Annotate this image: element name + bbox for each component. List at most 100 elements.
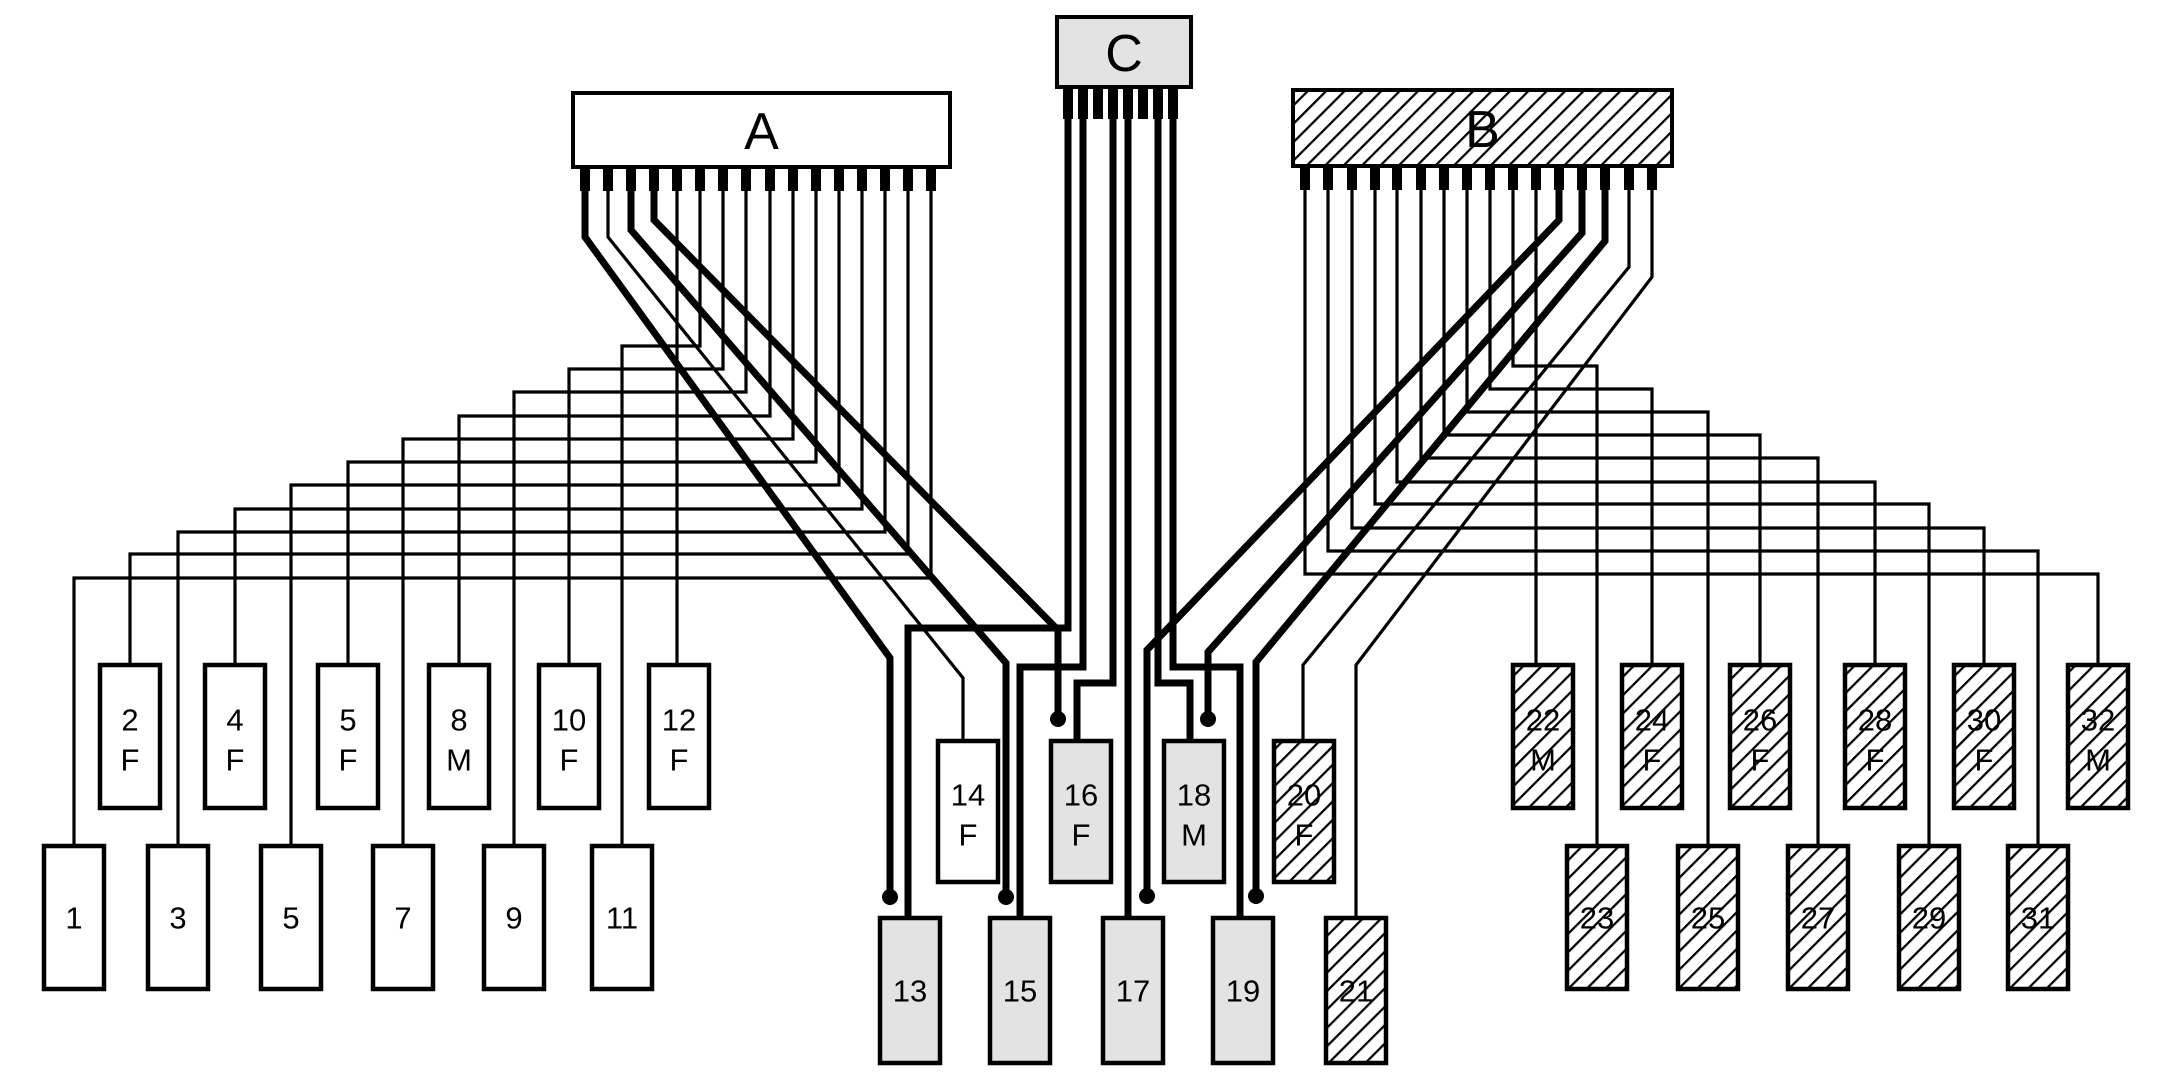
connector-number: 30 <box>1967 703 2001 738</box>
header-B-pin-11 <box>1531 166 1541 190</box>
wire-A15-to-2 <box>128 190 910 665</box>
connector-6[interactable]: 5F <box>315 662 381 811</box>
connector-12[interactable]: 12F <box>646 662 712 811</box>
header-B-pin-1 <box>1300 166 1310 190</box>
connector-number: 17 <box>1116 974 1150 1009</box>
connector-11[interactable]: 11 <box>589 843 655 992</box>
header-B-pin-16 <box>1647 166 1657 190</box>
connector-5[interactable]: 5 <box>258 843 324 992</box>
connector-number: 10 <box>552 703 586 738</box>
wire-B3-to-30 <box>1350 188 1986 665</box>
header-B-pin-15 <box>1624 166 1634 190</box>
connector-number: 3 <box>169 901 186 936</box>
connector-body <box>1048 738 1114 885</box>
connector-number: 15 <box>1003 974 1037 1009</box>
connector-number: 7 <box>394 901 411 936</box>
connector-16[interactable]: 16F <box>1048 738 1114 885</box>
connector-gender: M <box>1181 818 1207 853</box>
connector-number: 28 <box>1858 703 1892 738</box>
splice-dot <box>1139 888 1155 904</box>
connector-7[interactable]: 7 <box>370 843 436 992</box>
header-a[interactable]: A <box>571 91 952 169</box>
connector-19[interactable]: 19 <box>1210 915 1276 1066</box>
connector-1[interactable]: 1 <box>41 843 107 992</box>
connector-28[interactable]: 28F <box>1842 662 1908 811</box>
connector-24[interactable]: 24F <box>1619 662 1685 811</box>
connector-14[interactable]: 14F <box>935 738 1001 885</box>
connector-number: 14 <box>951 778 985 813</box>
header-A-pin-3 <box>626 167 636 191</box>
wire-B5-to-28 <box>1395 188 1877 665</box>
wire-C7-to-18 <box>1154 117 1194 741</box>
connector-body <box>1785 843 1851 992</box>
headers-layer: A C B <box>571 15 1674 169</box>
connector-number: 16 <box>1064 778 1098 813</box>
header-A-pin-16 <box>926 167 936 191</box>
connector-27[interactable]: 27 <box>1785 843 1851 992</box>
connector-20[interactable]: 20F <box>1271 738 1337 885</box>
connector-21[interactable]: 21 <box>1323 915 1389 1066</box>
header-A-pin-12 <box>834 167 844 191</box>
wire-B15-to-20 <box>1301 188 1631 741</box>
connector-body <box>646 662 712 811</box>
connector-gender: F <box>1295 818 1314 853</box>
wire-B10-to-23 <box>1511 188 1599 846</box>
connector-number: 19 <box>1226 974 1260 1009</box>
header-B-pin-8 <box>1462 166 1472 190</box>
wire-A3-to-15 <box>627 190 1010 897</box>
header-C-pin-5 <box>1123 87 1133 119</box>
wire-A10-to-7 <box>401 190 795 846</box>
connector-29[interactable]: 29 <box>1896 843 1962 992</box>
connector-18[interactable]: 18M <box>1161 738 1227 885</box>
connector-body <box>1951 662 2017 811</box>
connector-23[interactable]: 23 <box>1564 843 1630 992</box>
header-b[interactable]: B <box>1291 88 1674 168</box>
connector-number: 4 <box>226 703 243 738</box>
connector-10[interactable]: 10F <box>536 662 602 811</box>
connector-26[interactable]: 26F <box>1727 662 1793 811</box>
connector-number: 18 <box>1177 778 1211 813</box>
connector-2[interactable]: 2F <box>97 662 163 811</box>
connector-25[interactable]: 25 <box>1675 843 1741 992</box>
connector-body <box>315 662 381 811</box>
splice-dot <box>1248 888 1264 904</box>
connector-gender: F <box>670 743 689 778</box>
connector-22[interactable]: 22M <box>1510 662 1576 811</box>
connector-13[interactable]: 13 <box>877 915 943 1066</box>
connector-3[interactable]: 3 <box>145 843 211 992</box>
connector-32[interactable]: 32M <box>2065 662 2131 811</box>
header-C-pin-6 <box>1138 87 1148 119</box>
wire-A11-to-6 <box>346 190 818 665</box>
splice-dot <box>1200 711 1216 727</box>
connector-number: 5 <box>339 703 356 738</box>
header-A-pin-10 <box>788 167 798 191</box>
wire-C2-to-15 <box>1016 117 1087 918</box>
header-C-pin-1 <box>1063 87 1073 119</box>
header-c[interactable]: C <box>1055 15 1193 89</box>
connector-number: 20 <box>1287 778 1321 813</box>
header-A-pin-9 <box>765 167 775 191</box>
connector-number: 12 <box>662 703 696 738</box>
connector-15[interactable]: 15 <box>987 915 1053 1066</box>
header-C-pin-4 <box>1108 87 1118 119</box>
wire-A14-to-3 <box>176 190 887 846</box>
wire-A9-to-8 <box>457 190 772 665</box>
connector-body <box>145 843 211 992</box>
connector-number: 29 <box>1912 901 1946 936</box>
connector-number: 24 <box>1635 703 1669 738</box>
connector-31[interactable]: 31 <box>2005 843 2071 992</box>
wire-A12-to-5 <box>289 190 841 846</box>
connector-17[interactable]: 17 <box>1100 915 1166 1066</box>
connector-4[interactable]: 4F <box>202 662 268 811</box>
connector-body <box>370 843 436 992</box>
wire-C4-to-16 <box>1073 117 1117 741</box>
header-B-pin-12 <box>1554 166 1564 190</box>
connector-30[interactable]: 30F <box>1951 662 2017 811</box>
connector-number: 8 <box>450 703 467 738</box>
connector-9[interactable]: 9 <box>481 843 547 992</box>
header-A-pin-2 <box>603 167 613 191</box>
header-a-body <box>571 91 952 169</box>
connector-body <box>2005 843 2071 992</box>
connector-8[interactable]: 8M <box>426 662 492 811</box>
splice-dot <box>998 889 1014 905</box>
